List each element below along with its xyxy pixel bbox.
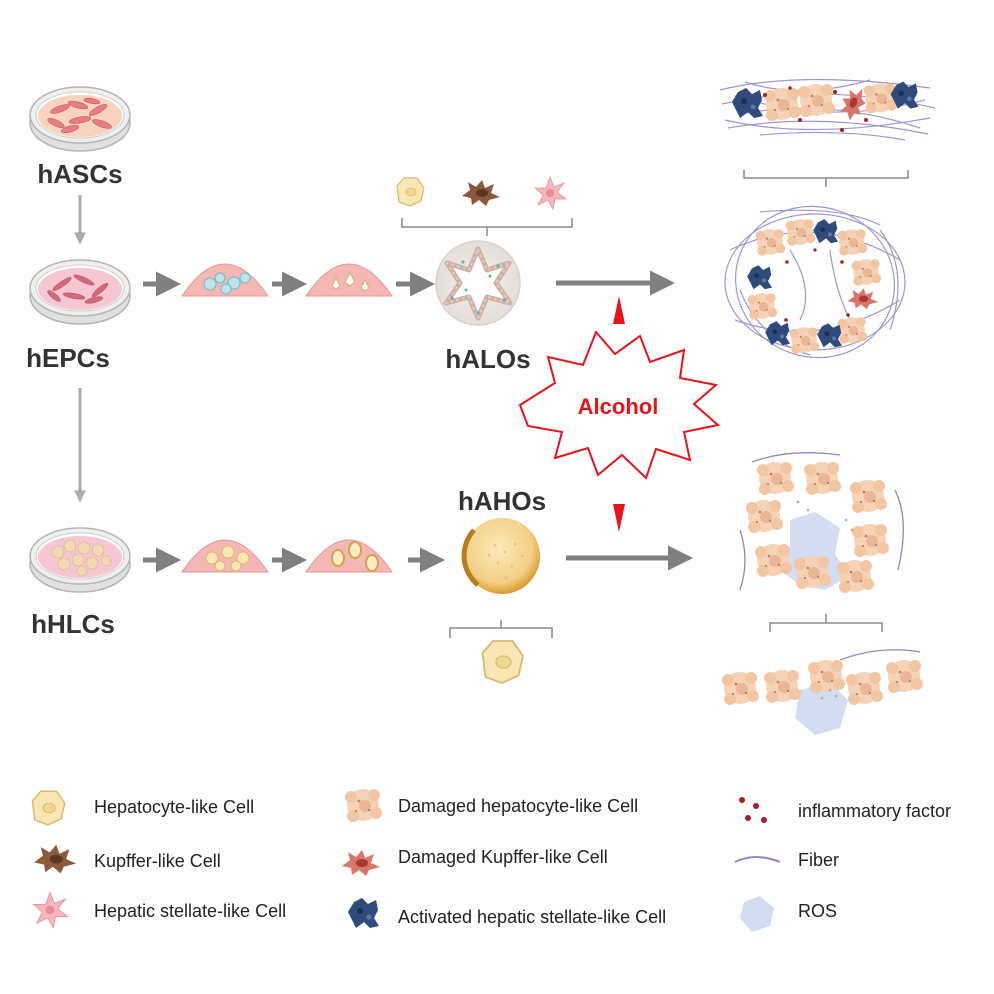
label-hahos: hAHOs [458, 486, 546, 516]
kupffer-cell-icon [34, 844, 76, 874]
hepatocyte-cell-icon [396, 177, 425, 207]
legend-label: inflammatory factor [798, 801, 951, 821]
legend-item-inflammatory: inflammatory factor [739, 797, 951, 823]
label-hepcs: hEPCs [26, 343, 110, 373]
alcohol-burst: Alcohol [518, 296, 721, 532]
aggregate-haho-stage2 [305, 539, 393, 573]
legend-label: ROS [798, 901, 837, 921]
hepatocyte-cell-icon [31, 790, 66, 826]
alcohol-arrow-up [613, 296, 625, 324]
legend-item-ros: ROS [740, 896, 837, 932]
legend-label: Damaged Kupffer-like Cell [398, 847, 608, 867]
culture-medium [38, 268, 122, 310]
legend-label: Hepatocyte-like Cell [94, 797, 254, 817]
legend-label: Fiber [798, 850, 839, 870]
dish-hepcs [29, 259, 131, 325]
starburst-icon [518, 330, 721, 480]
aggregate-halo-stage1 [181, 263, 269, 297]
legend-label: Kupffer-like Cell [94, 851, 221, 871]
dish-hhlcs [29, 527, 131, 593]
ros-icon [740, 896, 774, 932]
legend-label: Hepatic stellate-like Cell [94, 901, 286, 921]
label-hhlcs: hHLCs [31, 609, 115, 639]
stellate-cell-icon [534, 176, 567, 210]
bracket-halo-cells [401, 218, 573, 228]
legend-item-stellate: Hepatic stellate-like Cell [32, 891, 286, 929]
legend: Hepatocyte-like Cell Kupffer-like Cell H… [31, 789, 951, 932]
bracket-haho-cells [449, 627, 553, 638]
aggregate-halo-stage2 [305, 263, 393, 297]
legend-item-hepatocyte: Hepatocyte-like Cell [31, 790, 254, 826]
aggregate-haho-stage1 [181, 539, 269, 573]
alcohol-arrow-down [613, 504, 625, 532]
dish-hascs [29, 86, 131, 152]
organoid-hahos [461, 518, 540, 594]
legend-item-damaged-hepatocyte: Damaged hepatocyte-like Cell [345, 789, 638, 822]
hepatocyte-cell-icon [481, 640, 524, 684]
legend-item-damaged-kupffer: Damaged Kupffer-like Cell [342, 847, 608, 876]
inflammatory-factor-icon [739, 797, 767, 823]
label-halos: hALOs [445, 344, 530, 374]
stellate-cell-icon [32, 891, 69, 929]
kupffer-cell-icon [462, 180, 500, 206]
culture-medium [38, 95, 122, 137]
damaged-haho-section [722, 452, 923, 735]
damaged-hepatocyte-icon [345, 789, 382, 822]
activated-stellate-icon [348, 898, 379, 928]
legend-item-kupffer: Kupffer-like Cell [34, 844, 221, 874]
organoid-halos [435, 240, 521, 326]
legend-label: Activated hepatic stellate-like Cell [398, 907, 666, 927]
alcohol-label: Alcohol [578, 394, 659, 419]
label-hascs: hASCs [37, 159, 122, 189]
damaged-kupffer-icon [342, 850, 380, 876]
legend-label: Damaged hepatocyte-like Cell [398, 796, 638, 816]
legend-item-activated-stellate: Activated hepatic stellate-like Cell [348, 898, 666, 928]
damaged-halo-section [719, 78, 936, 359]
legend-item-fiber: Fiber [734, 850, 839, 870]
fiber-icon [734, 856, 781, 863]
organoid-icon [464, 518, 540, 594]
